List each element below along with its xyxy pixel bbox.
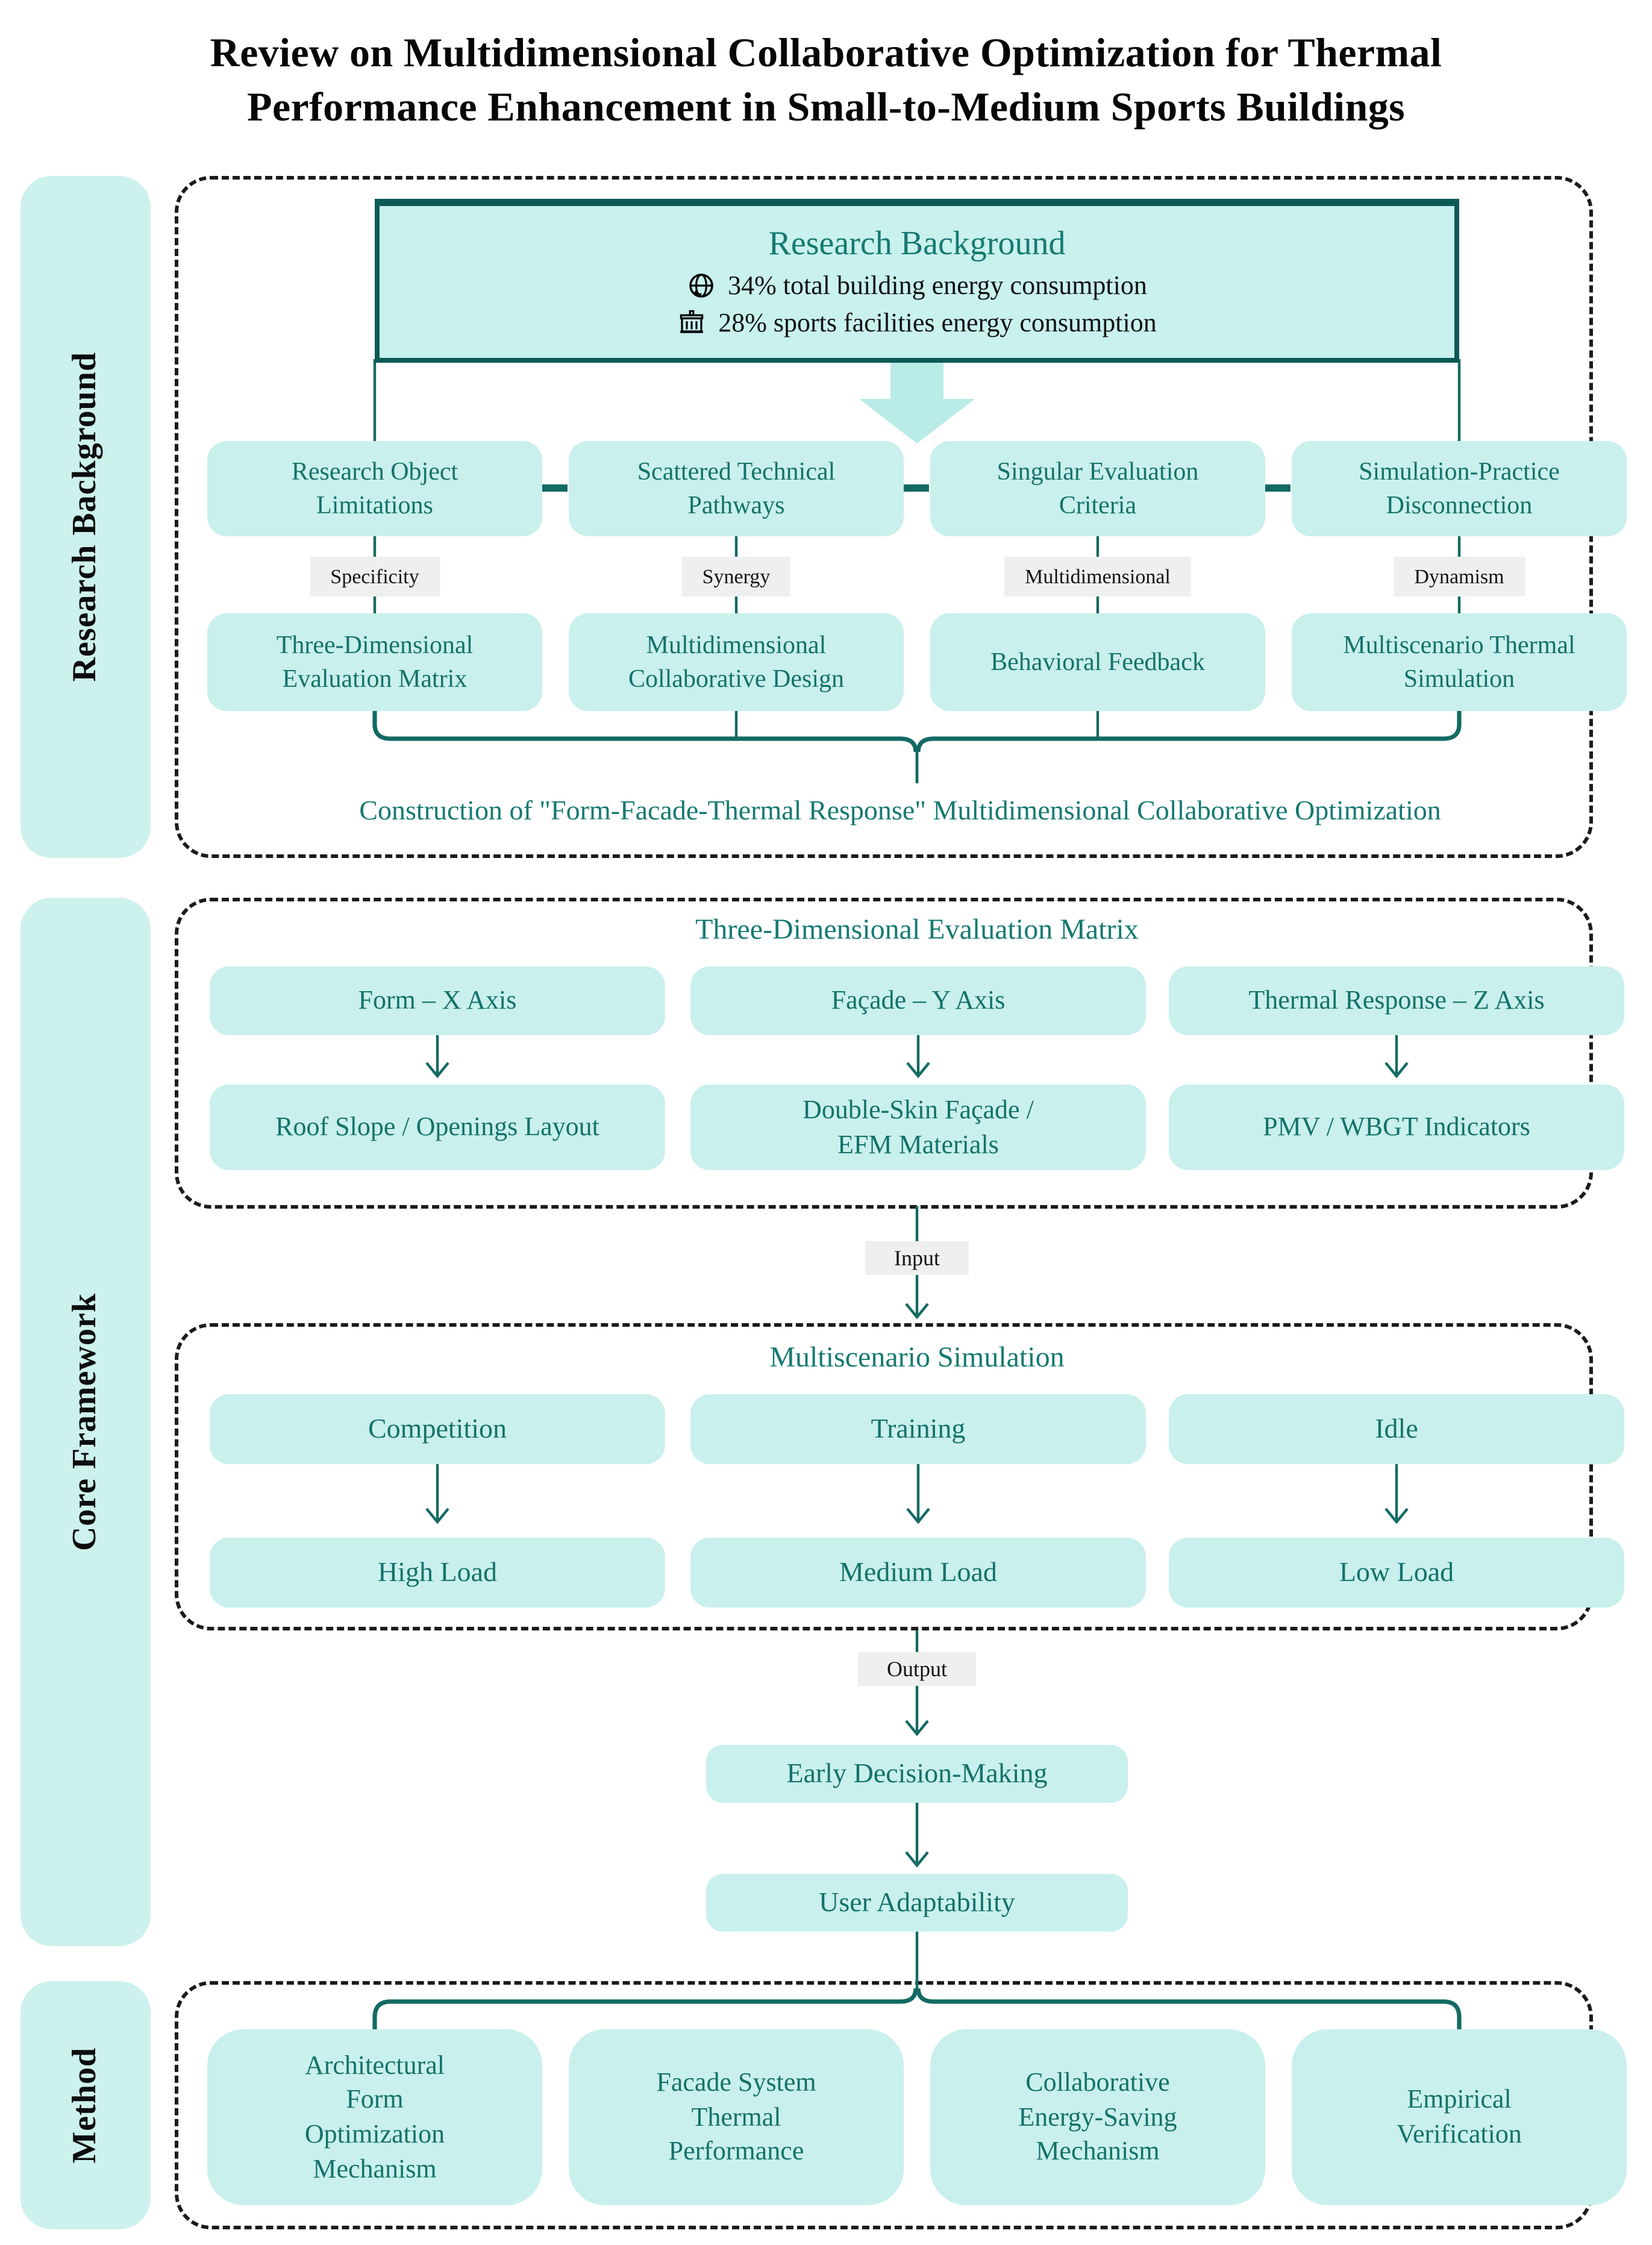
sidebar-core-framework-label: Core Framework	[66, 1292, 104, 1551]
simulation-title: Multiscenario Simulation	[769, 1342, 1065, 1374]
problem-box-simulation-disconnection: Simulation-Practice Disconnection	[1292, 441, 1627, 536]
sidebar-research-background-label: Research Background	[66, 352, 104, 682]
figure-title-line1: Review on Multidimensional Collaborative…	[210, 31, 1442, 76]
load-box-high: High Load	[210, 1538, 665, 1608]
method-box-form-optimization: Architectural Form Optimization Mechanis…	[207, 2029, 542, 2205]
tag-synergy: Synergy	[681, 557, 791, 596]
construction-conclusion-text: Construction of "Form-Facade-Thermal Res…	[359, 795, 1441, 825]
converging-brace	[372, 711, 1462, 753]
axis-box-facade-y: Façade – Y Axis	[690, 966, 1146, 1035]
scenario-box-competition: Competition	[210, 1394, 665, 1464]
stat-text: 34% total building energy consumption	[728, 270, 1147, 300]
axis-box-thermal-z: Thermal Response – Z Axis	[1169, 966, 1624, 1035]
output-badge: Output	[857, 1652, 977, 1686]
method-box-empirical-verification: Empirical Verification	[1292, 2029, 1627, 2205]
method-box-energy-saving: Collaborative Energy-Saving Mechanism	[930, 2029, 1265, 2205]
tag-multidimensional: Multidimensional	[1004, 557, 1191, 596]
early-decision-making-box: Early Decision-Making	[706, 1745, 1128, 1803]
figure-title-line2: Performance Enhancement in Small-to-Medi…	[247, 86, 1405, 130]
solution-box-collaborative-design: Multidimensional Collaborative Design	[569, 613, 904, 711]
figure-title: Review on Multidimensional Collaborative…	[0, 27, 1652, 135]
sidebar-research-background: Research Background	[20, 176, 151, 858]
method-box-facade-thermal: Facade System Thermal Performance	[569, 2029, 904, 2205]
solution-box-behavioral-feedback: Behavioral Feedback	[930, 613, 1265, 711]
research-background-header-title: Research Background	[768, 225, 1066, 263]
link-dash	[542, 484, 1291, 492]
problem-box-scattered-pathways: Scattered Technical Pathways	[569, 441, 904, 536]
problem-box-research-object: Research Object Limitations	[207, 441, 542, 536]
solution-box-thermal-simulation: Multiscenario Thermal Simulation	[1292, 613, 1627, 711]
detail-box-roof-openings: Roof Slope / Openings Layout	[210, 1085, 665, 1170]
load-box-medium: Medium Load	[690, 1538, 1146, 1608]
detail-box-pmv-wbgt: PMV / WBGT Indicators	[1169, 1085, 1624, 1170]
sidebar-core-framework: Core Framework	[20, 898, 151, 1946]
research-background-header-box: Research Background 34% total building e…	[375, 199, 1459, 363]
stat-row: 28% sports facilities energy consumption	[677, 307, 1157, 339]
tag-dynamism: Dynamism	[1394, 557, 1525, 596]
evaluation-matrix-panel	[175, 898, 1593, 1209]
stat-row: 34% total building energy consumption	[687, 270, 1147, 301]
load-box-low: Low Load	[1169, 1538, 1624, 1608]
globe-icon	[689, 274, 713, 298]
matrix-title: Three-Dimensional Evaluation Matrix	[695, 915, 1139, 946]
diverging-brace	[372, 1988, 1462, 2029]
block-arrow-down-icon	[859, 362, 975, 443]
detail-box-double-skin-efm: Double-Skin Façade / EFM Materials	[690, 1085, 1146, 1170]
multiscenario-simulation-panel	[175, 1323, 1593, 1630]
solution-box-evaluation-matrix: Three-Dimensional Evaluation Matrix	[207, 613, 542, 711]
stat-text: 28% sports facilities energy consumption	[718, 307, 1157, 337]
axis-box-form-x: Form – X Axis	[210, 966, 665, 1035]
sidebar-method: Method	[20, 1981, 151, 2229]
user-adaptability-box: User Adaptability	[706, 1874, 1128, 1932]
input-badge: Input	[865, 1241, 969, 1275]
scenario-box-training: Training	[690, 1394, 1146, 1464]
problem-box-singular-criteria: Singular Evaluation Criteria	[930, 441, 1265, 536]
building-icon	[680, 310, 704, 333]
sidebar-method-label: Method	[66, 2047, 104, 2164]
scenario-box-idle: Idle	[1169, 1394, 1624, 1464]
tag-specificity: Specificity	[310, 557, 440, 596]
